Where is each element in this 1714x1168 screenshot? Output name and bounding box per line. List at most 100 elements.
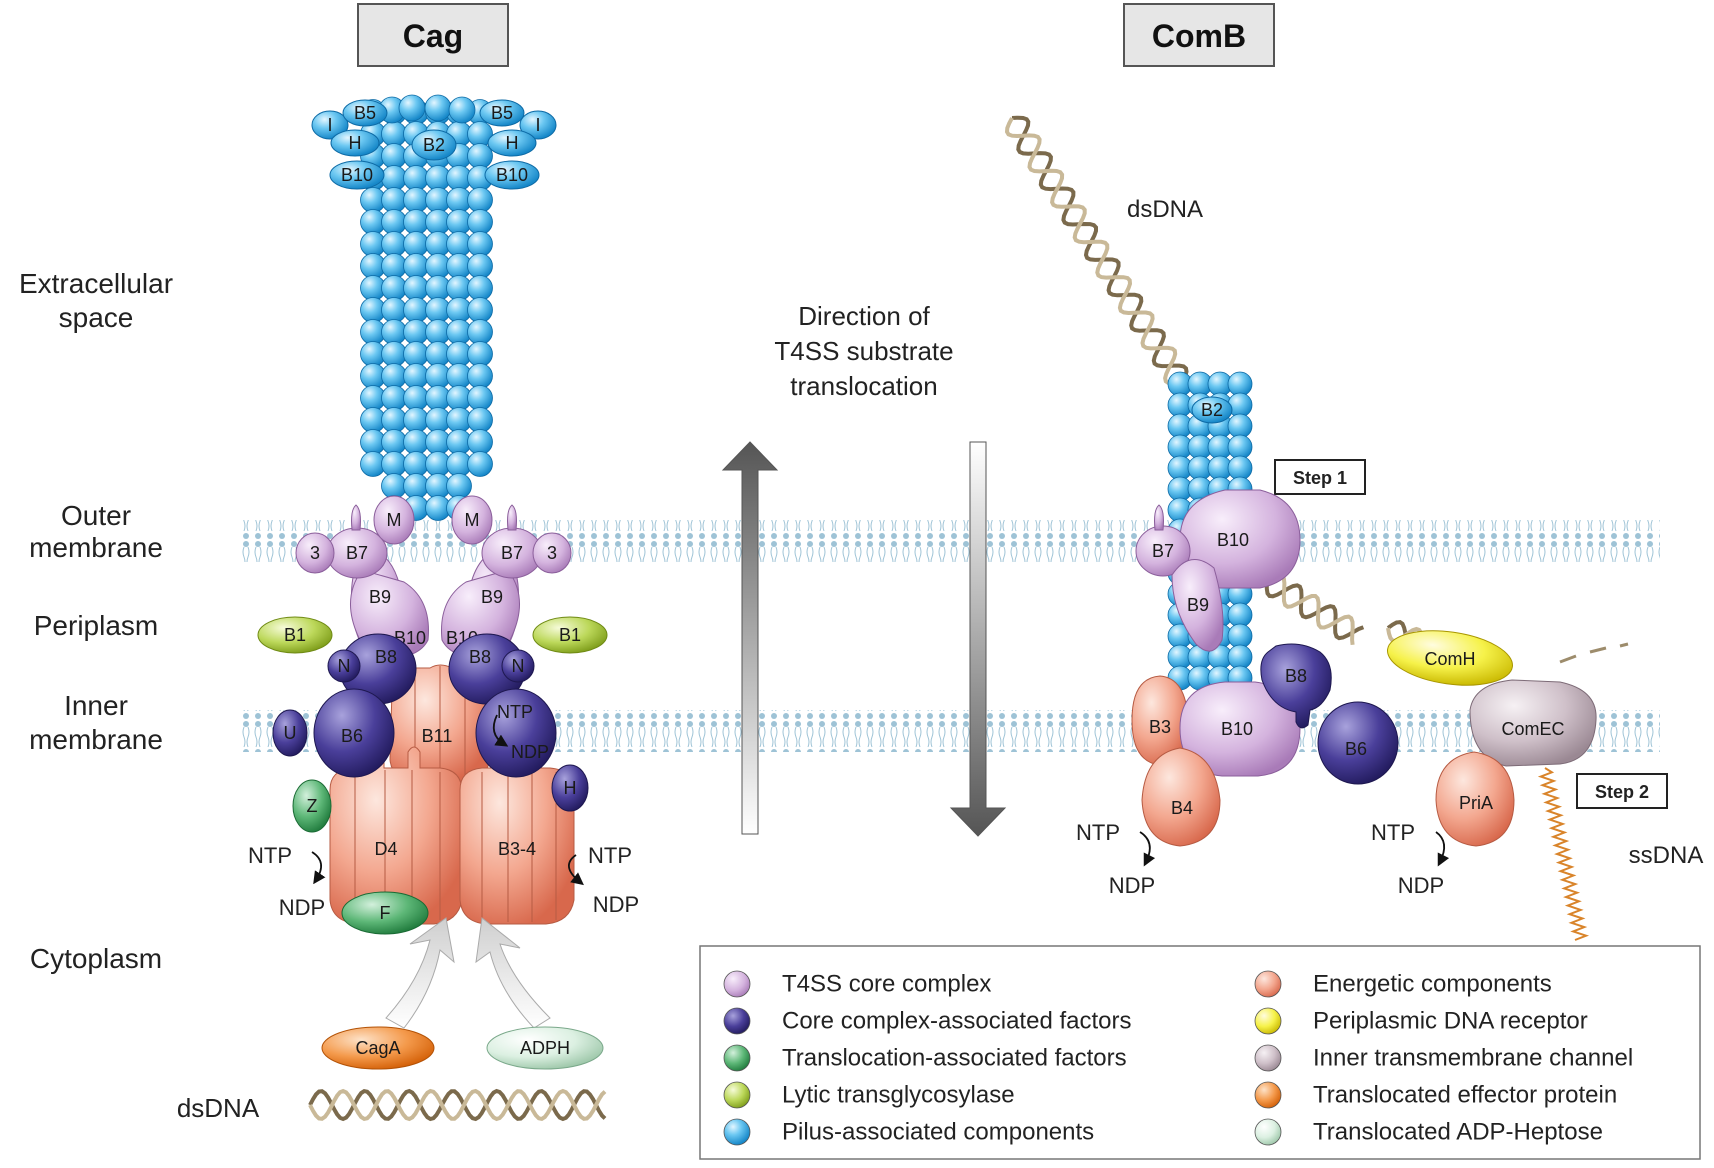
region-inner-line1: Inner [64, 690, 128, 721]
cag-label-h-right: H [506, 133, 519, 153]
cag-n-right [501, 649, 535, 683]
cag-b6-ndp: NDP [511, 742, 549, 762]
cag-pilus-subunit [403, 385, 429, 411]
cag-pilus-subunit [381, 121, 407, 147]
cag-label-b1-right: B1 [559, 625, 581, 645]
comh [1387, 630, 1513, 686]
cag-pilus [360, 94, 493, 521]
direction-line1: Direction of [798, 301, 930, 331]
cag-pilus-cap-subunit [448, 96, 476, 124]
legend-label-8: Translocated effector protein [1313, 1082, 1617, 1109]
cag-b1-right [532, 616, 608, 654]
cag-pilus-subunit [403, 209, 429, 235]
cag-pilus-cap-subunit [424, 94, 452, 122]
caga-effector [321, 1026, 435, 1070]
cag-label-b1-left: B1 [284, 625, 306, 645]
direction-line2: T4SS substrate [774, 336, 953, 366]
cag-pilus-subunit [403, 275, 429, 301]
caga-inlet-arrow [385, 917, 455, 1029]
legend-label-1: Core complex-associated factors [782, 1008, 1131, 1035]
cag-hydrolysis-arrow-right [568, 854, 584, 886]
region-inner-line2: membrane [29, 724, 163, 755]
cag-ndp-left: NDP [279, 895, 325, 920]
step2-box: Step 2 [1576, 773, 1668, 809]
legend-swatch-1 [723, 1007, 751, 1035]
comb-ndp-pria: NDP [1398, 873, 1444, 898]
cag-h-im [551, 764, 589, 812]
cag-pilus-subunit [467, 209, 493, 235]
comb-label-pria: PriA [1459, 793, 1493, 813]
cag-label-i-left: I [327, 115, 332, 135]
comb-b4 [1141, 747, 1221, 847]
cag-label-b5-left: B5 [354, 103, 376, 123]
cag-pilus-subunit [381, 341, 407, 367]
comb-pilus-subunit [1227, 413, 1253, 439]
cag-pilus-subunit [403, 231, 429, 257]
cag-pilus-subunit [381, 451, 407, 477]
cag-pilus-subunit [381, 209, 407, 235]
cag-z [292, 779, 332, 833]
translocation-arrow-down [949, 441, 1007, 837]
comb-b9 [1171, 559, 1224, 652]
legend-label-0: T4SS core complex [782, 971, 991, 998]
cag-pilus-subunit [467, 385, 493, 411]
region-outer-line2: membrane [29, 532, 163, 563]
dsdna-top-strand-front [1004, 117, 1200, 400]
comb-b7-lipid [1154, 504, 1164, 531]
cag-label-n-left: N [338, 656, 351, 676]
cag-b6-left [313, 688, 395, 778]
comb-label-b4: B4 [1171, 798, 1193, 818]
cag-pilus-subunit [403, 319, 429, 345]
comb-b8 [1260, 643, 1332, 729]
cag-core-right: B9 B10 B7 3 M [441, 495, 572, 661]
comb-label-b3: B3 [1149, 717, 1171, 737]
cag-pilus-subunit [381, 407, 407, 433]
comb-title-box: ComB [1123, 3, 1275, 67]
cag-pilus-subunit [467, 275, 493, 301]
cag-ndp-right: NDP [593, 892, 639, 917]
cag-pilus-subunit [467, 253, 493, 279]
region-cytoplasm: Cytoplasm [30, 943, 162, 974]
cag-pilus-subunit [381, 473, 407, 499]
legend-label-9: Translocated ADP-Heptose [1313, 1119, 1603, 1146]
cag-pilus-subunit [381, 385, 407, 411]
cag-label-b11: B11 [422, 726, 453, 746]
comb-hydrolysis-arrow-b4 [1139, 831, 1156, 867]
cag-label-m-left: M [387, 510, 402, 530]
cag-pilus-subunit [381, 187, 407, 213]
legend-label-5: Energetic components [1313, 971, 1552, 998]
comb-label-b8: B8 [1285, 666, 1307, 686]
cag-ntp-right: NTP [588, 843, 632, 868]
comb-b2-subunit [1191, 396, 1233, 424]
cag-label-d4: D4 [374, 839, 397, 859]
comb-ntp-pria: NTP [1371, 820, 1415, 845]
cag-pilus-subunit [403, 187, 429, 213]
cag-pilus-subunit [467, 451, 493, 477]
comb-label-b2: B2 [1201, 400, 1223, 420]
cag-d4: D4 [329, 746, 463, 925]
legend-swatch-4 [723, 1118, 751, 1146]
cag-b3-4: B3-4 [459, 750, 575, 925]
cag-label-b2: B2 [423, 135, 445, 155]
cag-u [272, 709, 308, 757]
cag-pilus-subunit [403, 253, 429, 279]
dsdna-bottom-helix [308, 1088, 607, 1122]
comb-label-comh: ComH [1424, 649, 1475, 669]
cag-label-b10-left: B10 [341, 165, 373, 185]
comb-title: ComB [1152, 18, 1246, 54]
cag-pilus-subunit [403, 341, 429, 367]
cag-pilus-subunit [381, 297, 407, 323]
cag-pilus-subunit [467, 341, 493, 367]
legend-label-2: Translocation-associated factors [782, 1045, 1127, 1072]
cag-pilus-cap-subunit [398, 94, 426, 122]
comb-b6 [1317, 701, 1399, 785]
cag-pilus-subunit [381, 363, 407, 389]
cag-pilus-subunit [403, 451, 429, 477]
comb-pilus-subunit [1227, 455, 1253, 481]
cag-b2-subunit [411, 129, 457, 161]
ssdna-label: ssDNA [1629, 842, 1704, 869]
legend-swatch-5 [1254, 970, 1282, 998]
cag-pilus-subunit [381, 275, 407, 301]
